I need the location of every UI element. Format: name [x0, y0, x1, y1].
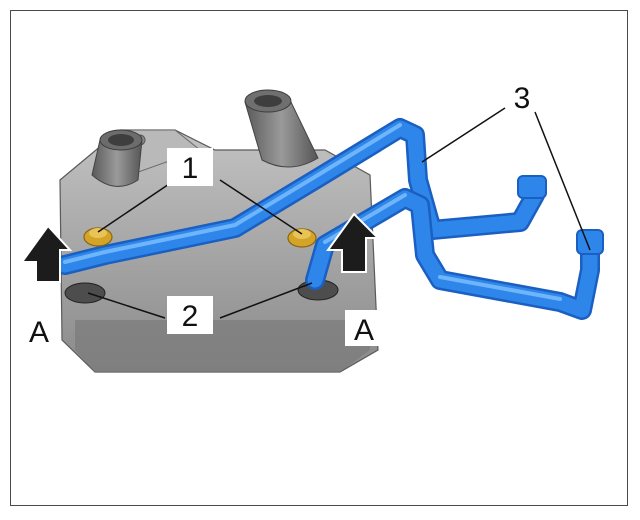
coolant-pipe: [55, 118, 604, 320]
callout-1-box: [167, 148, 213, 186]
cooler-port-left: [91, 129, 143, 187]
arrow-up-icon: [326, 212, 381, 273]
view-a-left-box: [20, 312, 58, 348]
callout-2: 2: [182, 300, 199, 333]
fitting-lower-left: [64, 282, 106, 304]
cooler-port-right: [244, 89, 319, 168]
callout-2-box: [167, 296, 213, 334]
bolt-right: [287, 228, 317, 248]
callout-1: 1: [182, 152, 199, 185]
view-a-left: A: [29, 316, 49, 349]
callout-3: 3: [514, 82, 531, 115]
arrow-up-icon: [20, 224, 73, 283]
view-a-right: A: [354, 314, 374, 347]
view-a-right-box: [345, 310, 383, 346]
leader-lines: [87, 107, 591, 319]
bolt-left: [83, 227, 113, 247]
